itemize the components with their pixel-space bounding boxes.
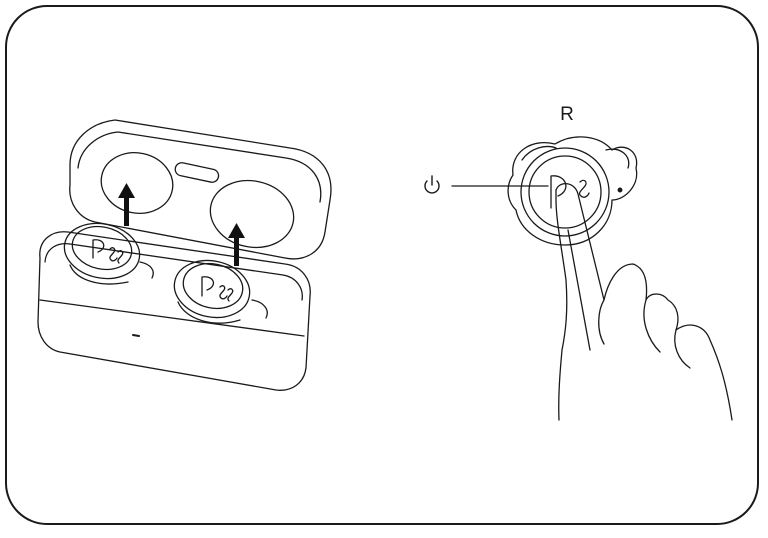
case-base: [37, 231, 311, 391]
power-icon: [424, 175, 440, 194]
up-arrow-icon: [228, 223, 245, 266]
case-lid: [69, 119, 332, 260]
right-earbud: [507, 136, 638, 246]
charging-case: [37, 119, 332, 391]
right-earbud-in-case: [173, 259, 268, 324]
illustration-frame: [5, 5, 759, 525]
hand-finger: [555, 183, 733, 421]
side-label: R: [560, 104, 574, 125]
left-earbud-in-case: [63, 222, 154, 285]
up-arrow-icon: [118, 183, 135, 226]
